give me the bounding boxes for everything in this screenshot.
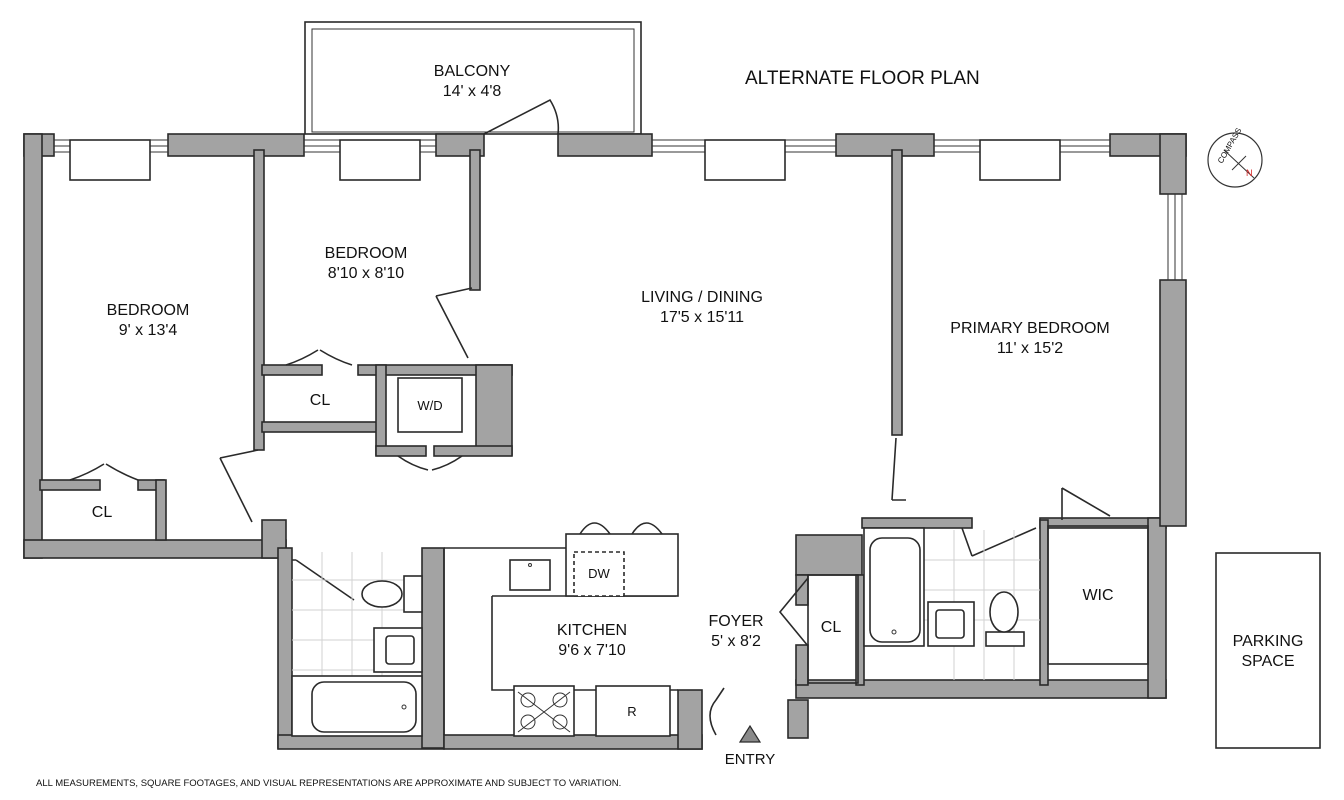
door-swings (69, 98, 1111, 736)
kitchen (443, 522, 679, 737)
interior-walls (39, 149, 1049, 686)
page-title: ALTERNATE FLOOR PLAN (745, 68, 980, 89)
foyer-size: 5' x 8'2 (711, 633, 761, 650)
north-label: N (1246, 168, 1253, 178)
closet-label-foyer: CL (821, 619, 842, 636)
closet-label-bedroom1: CL (92, 504, 113, 521)
living-size: 17'5 x 15'11 (660, 309, 744, 326)
refrigerator-label: R (627, 704, 636, 719)
foyer-closet (807, 574, 859, 684)
foyer-name: FOYER (708, 613, 763, 630)
disclaimer: ALL MEASUREMENTS, SQUARE FOOTAGES, AND V… (36, 778, 621, 789)
exterior-walls (23, 133, 1187, 750)
compass: COMPASS N (1207, 126, 1263, 188)
parking-label-line1: PARKING (1233, 633, 1304, 650)
primary-name: PRIMARY BEDROOM (950, 320, 1109, 337)
closet-label-bedroom2: CL (310, 392, 331, 409)
entry-label: ENTRY (725, 751, 776, 768)
entry-arrow-icon (738, 724, 762, 743)
balcony-size: 14' x 4'8 (443, 83, 502, 100)
washer-dryer-label: W/D (417, 398, 442, 413)
washer-dryer (397, 377, 463, 433)
balcony-name: BALCONY (434, 63, 511, 80)
bedroom1-size: 9' x 13'4 (119, 322, 178, 339)
dishwasher-label: DW (588, 566, 610, 581)
parking-label-line2: SPACE (1241, 653, 1294, 670)
right-bathroom (863, 527, 1040, 680)
living-name: LIVING / DINING (641, 289, 763, 306)
primary-size: 11' x 15'2 (997, 340, 1063, 357)
bedroom1-name: BEDROOM (107, 302, 190, 319)
wic-label: WIC (1082, 587, 1113, 604)
parking-space (1215, 552, 1321, 749)
bedroom2-name: BEDROOM (325, 245, 408, 262)
kitchen-size: 9'6 x 7'10 (558, 642, 626, 659)
left-bathroom (291, 552, 423, 737)
bedroom2-size: 8'10 x 8'10 (328, 265, 404, 282)
radiators (69, 139, 1061, 181)
floor-tile (292, 552, 422, 680)
walk-in-closet (1047, 525, 1149, 665)
kitchen-name: KITCHEN (557, 622, 627, 639)
